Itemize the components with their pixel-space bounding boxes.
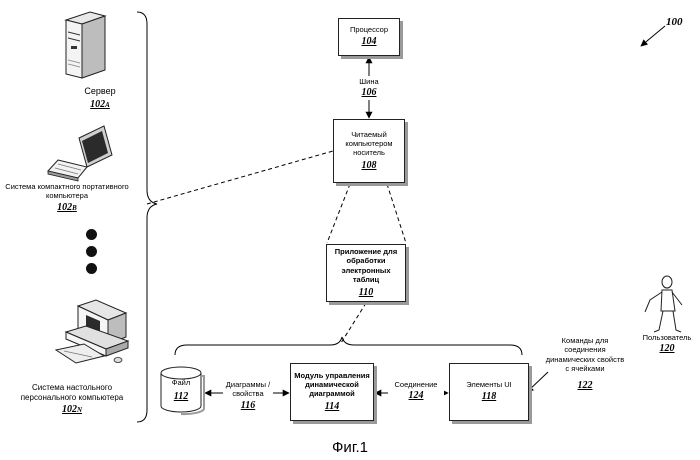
ui-elements-label: Элементы UI bbox=[466, 380, 512, 389]
server-ref: 102A bbox=[68, 99, 132, 111]
connection-ref: 124 bbox=[388, 390, 444, 403]
spreadsheet-app-label: Приложение для обработки электронных таб… bbox=[327, 247, 405, 285]
user-label: Пользователь bbox=[643, 333, 692, 342]
ui-elements-box: Элементы UI 118 bbox=[449, 363, 529, 421]
medium-box: Читаемый компьютером носитель 108 bbox=[333, 119, 405, 183]
figure-caption: Фиг.1 bbox=[0, 439, 700, 456]
bus-label: Шина bbox=[359, 77, 378, 86]
ui-elements-ref: 118 bbox=[482, 391, 496, 404]
figure-number-arrow bbox=[641, 26, 665, 46]
file-label-group: Файл 112 bbox=[164, 378, 198, 404]
medium-ref: 108 bbox=[362, 160, 377, 173]
connection-label-group: Соединение 124 bbox=[388, 380, 444, 403]
spreadsheet-app-ref: 110 bbox=[359, 287, 373, 300]
server-icon bbox=[66, 12, 105, 78]
desktop-ref: 102N bbox=[10, 404, 134, 416]
dashed-medium-app-left bbox=[327, 184, 350, 243]
commands-label: Команды для соединения динамических свой… bbox=[546, 336, 625, 373]
dashed-medium-app-right bbox=[387, 184, 406, 243]
laptop-ref: 102B bbox=[0, 202, 134, 214]
connection-label: Соединение bbox=[395, 380, 438, 389]
user-figure-icon bbox=[645, 276, 682, 332]
laptop-label: Система компактного портативного компьют… bbox=[5, 182, 128, 200]
processor-label: Процессор bbox=[350, 25, 388, 34]
dashed-devices-medium bbox=[147, 151, 333, 204]
ellipsis-dot bbox=[86, 229, 97, 240]
charts-props-label: Диаграммы / свойства bbox=[226, 380, 270, 398]
dashed-app-bracket bbox=[341, 303, 366, 343]
bus-ref: 106 bbox=[352, 87, 386, 100]
ellipsis-dot bbox=[86, 246, 97, 257]
processor-box: Процессор 104 bbox=[338, 18, 400, 56]
dyn-chart-module-ref: 114 bbox=[325, 401, 339, 414]
commands-ref: 122 bbox=[545, 380, 625, 393]
components-bracket bbox=[175, 337, 522, 355]
charts-props-label-group: Диаграммы / свойства 116 bbox=[223, 380, 273, 412]
laptop-label-group: Система компактного портативного компьют… bbox=[0, 182, 134, 214]
server-label: Сервер bbox=[84, 86, 115, 96]
laptop-icon bbox=[48, 126, 112, 181]
spreadsheet-app-box: Приложение для обработки электронных таб… bbox=[326, 244, 406, 302]
figure-number: 100 bbox=[666, 16, 683, 28]
bus-label-group: Шина 106 bbox=[352, 77, 386, 100]
devices-bracket bbox=[137, 12, 157, 422]
dyn-chart-module-box: Модуль управления динамической диаграммо… bbox=[290, 363, 374, 421]
file-label: Файл bbox=[172, 378, 190, 387]
user-ref: 120 bbox=[636, 343, 698, 356]
file-ref: 112 bbox=[164, 391, 198, 404]
desktop-label-group: Система настольного персонального компью… bbox=[10, 383, 134, 416]
desktop-computer-icon bbox=[56, 300, 128, 363]
ellipsis-dot bbox=[86, 263, 97, 274]
dyn-chart-module-label: Модуль управления динамической диаграммо… bbox=[291, 371, 373, 399]
medium-label: Читаемый компьютером носитель bbox=[334, 130, 404, 158]
processor-ref: 104 bbox=[362, 36, 377, 49]
desktop-label: Система настольного персонального компью… bbox=[21, 383, 124, 402]
charts-props-ref: 116 bbox=[223, 400, 273, 413]
user-label-group: Пользователь 120 bbox=[636, 333, 698, 356]
commands-label-group: Команды для соединения динамических свой… bbox=[545, 336, 625, 392]
server-label-group: Сервер 102A bbox=[68, 86, 132, 111]
